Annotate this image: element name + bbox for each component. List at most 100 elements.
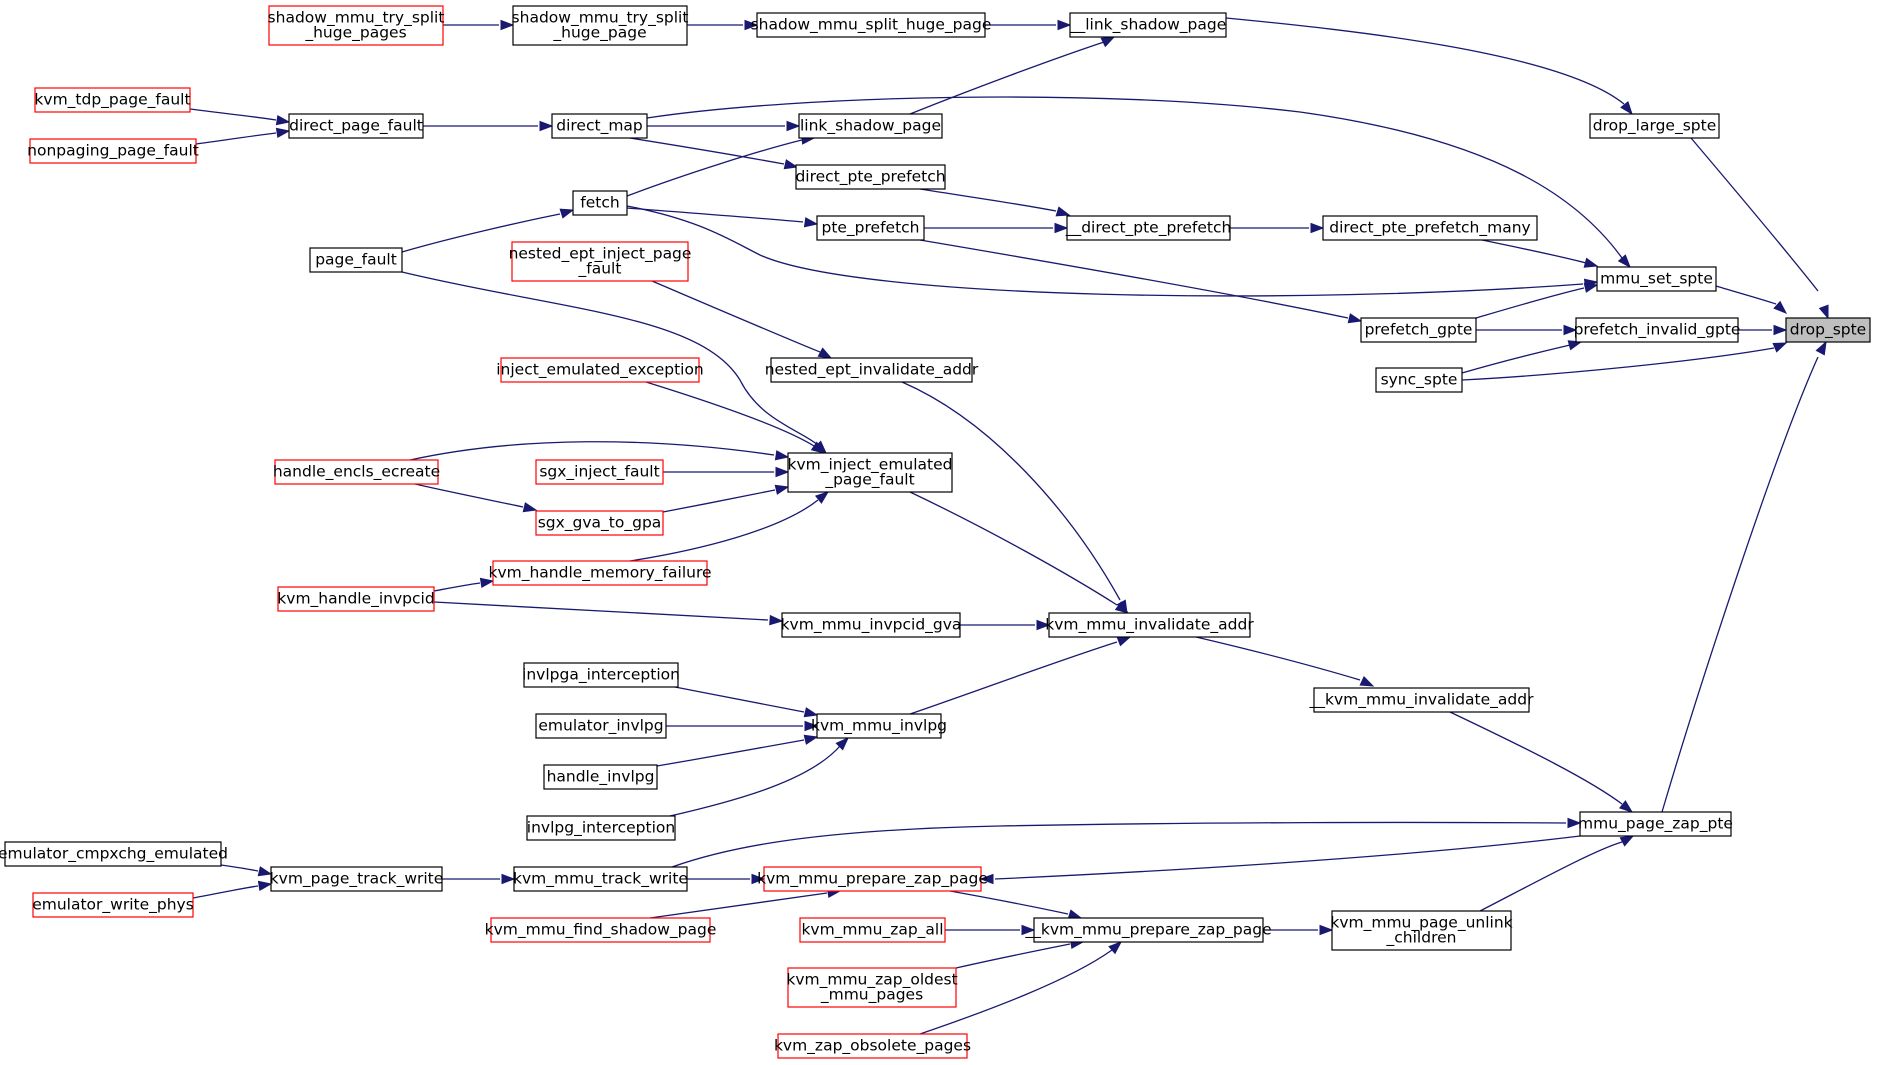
node-label: kvm_page_track_write (270, 870, 444, 889)
node-box (1589, 113, 1720, 139)
edge-line (919, 239, 1349, 319)
node-kvm-mmu-track-write[interactable]: kvm_mmu_track_write (513, 866, 688, 892)
node-label: _mmu_pages (820, 986, 923, 1005)
node-shadow-mmu-try-split-huge-pages[interactable]: shadow_mmu_try_split_huge_pages (268, 5, 445, 46)
node-nested-ept-invalidate-addr[interactable]: nested_ept_invalidate_addr (765, 357, 979, 383)
node-drop-large-spte[interactable]: drop_large_spte (1589, 113, 1720, 139)
node-shadow-mmu-try-split-huge-page[interactable]: shadow_mmu_try_split_huge_page (512, 5, 689, 46)
node-page-fault[interactable]: page_fault (309, 247, 403, 273)
edge-kvm_page_track_write-to-kvm_mmu_track_write (442, 873, 516, 885)
node-prefetch-gpte[interactable]: prefetch_gpte (1360, 317, 1477, 343)
edge-prefetch_gpte-to-prefetch_invalid_gpte (1476, 324, 1578, 336)
node-mmu-page-zap-pte[interactable]: mmu_page_zap_pte (1578, 811, 1733, 837)
node-box (1579, 811, 1732, 837)
edge-arrowhead (1567, 340, 1583, 351)
edge-line (192, 885, 259, 899)
node-box (523, 662, 679, 688)
node-emulator-invlpg[interactable]: emulator_invlpg (535, 713, 667, 739)
node-invlpga-interception[interactable]: invlpga_interception (522, 662, 680, 688)
node-invlpg-interception[interactable]: invlpg_interception (526, 815, 676, 841)
node-kvm-handle-memory-failure[interactable]: kvm_handle_memory_failure (488, 560, 712, 586)
edge-arrowhead (1583, 257, 1599, 268)
edge-line (626, 138, 807, 197)
node-kvm-inject-emulated-page-fault[interactable]: kvm_inject_emulated_page_fault (787, 452, 953, 493)
node-label: kvm_handle_memory_failure (488, 564, 711, 583)
node-direct-pte-prefetch[interactable]: direct_pte_prefetch (795, 164, 946, 190)
node-nested-ept-inject-page-fault[interactable]: nested_ept_inject_page_fault (509, 241, 692, 282)
node-kvm-mmu-prepare-zap-page[interactable]: kvm_mmu_prepare_zap_page (757, 866, 988, 892)
node-box (816, 215, 925, 241)
node-inject-emulated-exception[interactable]: inject_emulated_exception (496, 357, 704, 383)
node-direct-page-fault[interactable]: direct_page_fault (288, 113, 424, 139)
edge-inject_emulated_exception-to-kvm_inject_emulated_page_fault (645, 381, 826, 454)
node-label: _huge_pages (304, 24, 406, 43)
node-box (511, 241, 689, 282)
node-nonpaging-page-fault[interactable]: nonpaging_page_fault (27, 138, 199, 164)
node-sgx-inject-fault[interactable]: sgx_inject_fault (535, 459, 664, 485)
node-kvm-mmu-find-shadow-page[interactable]: kvm_mmu_find_shadow_page (485, 917, 717, 943)
edge-line (1481, 239, 1587, 264)
edge-line (1449, 711, 1623, 805)
edge-line (1225, 17, 1625, 105)
node-emulator-write-phys[interactable]: emulator_write_phys (32, 892, 194, 918)
node-box (34, 87, 191, 113)
node-direct-pte-prefetch-many[interactable]: direct_pte_prefetch_many (1322, 215, 1538, 241)
node-kvm-page-track-write[interactable]: kvm_page_track_write (270, 866, 444, 892)
node-kvm-zap-obsolete-pages[interactable]: kvm_zap_obsolete_pages (774, 1033, 971, 1059)
node-label: direct_map (556, 117, 643, 136)
node-kvm-mmu-invpcid-gva[interactable]: kvm_mmu_invpcid_gva (781, 612, 962, 638)
edge-line (955, 943, 1071, 969)
node-direct-map[interactable]: direct_map (551, 113, 648, 139)
edge-arrowhead (774, 484, 790, 495)
node-label: sgx_gva_to_gpa (538, 514, 662, 533)
node-label: shadow_mmu_try_split (512, 9, 689, 28)
node-kvm-mmu-prepare-zap-page[interactable]: __kvm_mmu_prepare_zap_page (1024, 917, 1272, 943)
node-kvm-mmu-invlpg[interactable]: kvm_mmu_invlpg (811, 713, 947, 739)
edge-kvm_mmu_prepare_zap_page-to-__kvm_mmu_prepare_zap_page (949, 890, 1083, 920)
node-box (551, 113, 648, 139)
node-box (777, 1033, 968, 1059)
node-box (277, 586, 435, 612)
edge-emulator_write_phys-to-kvm_page_track_write (192, 880, 273, 899)
node-pte-prefetch[interactable]: pte_prefetch (816, 215, 925, 241)
node-box (763, 866, 982, 892)
node-fetch[interactable]: fetch (572, 190, 628, 216)
node-sgx-gva-to-gpa[interactable]: sgx_gva_to_gpa (535, 510, 664, 536)
edge-line (909, 641, 1118, 715)
node-label: invlpga_interception (522, 666, 680, 685)
node-direct-pte-prefetch[interactable]: __direct_pte_prefetch (1065, 215, 1232, 241)
node-label: kvm_mmu_track_write (513, 870, 688, 889)
node-sync-spte[interactable]: sync_spte (1375, 367, 1463, 393)
node-box (274, 459, 439, 485)
node-link-shadow-page[interactable]: __link_shadow_page (1069, 12, 1227, 38)
edge-arrowhead (1620, 100, 1633, 116)
node-kvm-mmu-invalidate-addr[interactable]: kvm_mmu_invalidate_addr (1045, 612, 1254, 638)
edge-line (645, 381, 815, 447)
node-kvm-mmu-invalidate-addr[interactable]: __kvm_mmu_invalidate_addr (1309, 687, 1535, 713)
node-kvm-mmu-page-unlink-children[interactable]: kvm_mmu_page_unlink_children (1330, 910, 1513, 951)
node-mmu-set-spte[interactable]: mmu_set_spte (1596, 266, 1717, 292)
node-box (288, 113, 424, 139)
node-kvm-handle-invpcid[interactable]: kvm_handle_invpcid (277, 586, 435, 612)
edge-direct_map-to-mmu_set_spte (646, 96, 1631, 269)
node-layer: drop_sptedrop_large_sptemmu_set_sptepref… (0, 5, 1871, 1059)
edge-arrowhead (1818, 304, 1829, 320)
node-handle-invlpg[interactable]: handle_invlpg (543, 764, 658, 790)
node-kvm-mmu-zap-all[interactable]: kvm_mmu_zap_all (799, 917, 946, 943)
node-handle-encls-ecreate[interactable]: handle_encls_ecreate (273, 459, 440, 485)
node-box (535, 459, 664, 485)
edge-arrowhead (1815, 340, 1827, 356)
node-label: mmu_set_spte (1600, 270, 1713, 289)
edge-pte_prefetch-to-__direct_pte_prefetch (924, 222, 1069, 234)
node-box (756, 12, 986, 38)
node-link-shadow-page[interactable]: link_shadow_page (798, 113, 943, 139)
node-kvm-tdp-page-fault[interactable]: kvm_tdp_page_fault (34, 87, 191, 113)
node-prefetch-invalid-gpte[interactable]: prefetch_invalid_gpte (1574, 317, 1741, 343)
node-emulator-cmpxchg-emulated[interactable]: emulator_cmpxchg_emulated (0, 841, 228, 867)
edge-arrowhead (810, 441, 826, 454)
edge-arrowhead (539, 120, 554, 132)
node-shadow-mmu-split-huge-page[interactable]: shadow_mmu_split_huge_page (751, 12, 992, 38)
node-kvm-mmu-zap-oldest-mmu-pages[interactable]: kvm_mmu_zap_oldest_mmu_pages (786, 967, 958, 1008)
edge-line (949, 890, 1069, 915)
